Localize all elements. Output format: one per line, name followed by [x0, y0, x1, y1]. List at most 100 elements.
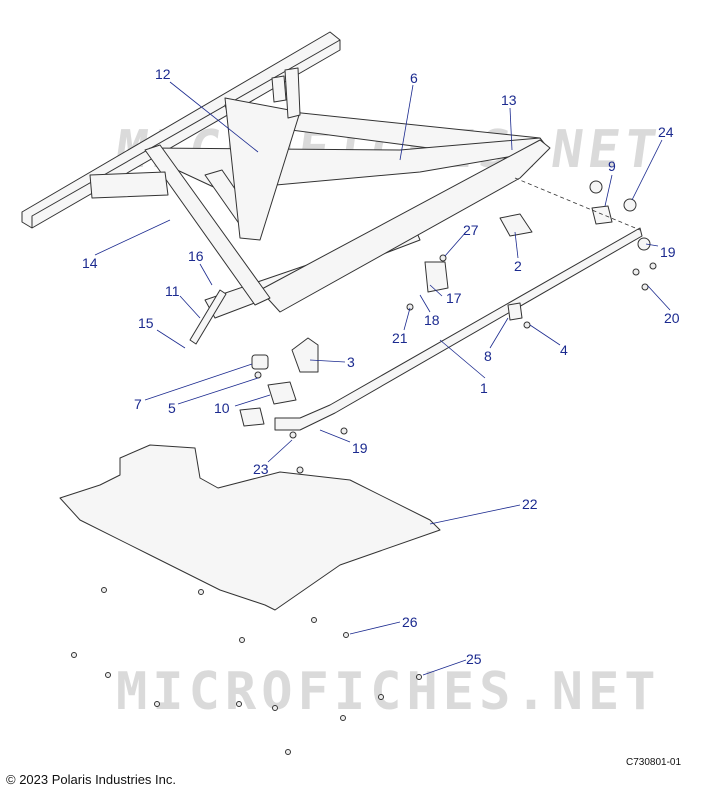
callout-18: 18	[424, 312, 440, 328]
mount-17	[424, 261, 449, 293]
callout-12: 12	[155, 66, 171, 82]
callout-22: 22	[522, 496, 538, 512]
callout-15: 15	[138, 315, 154, 331]
leader-9	[604, 174, 613, 207]
frame-brace-back	[224, 97, 301, 241]
leader-6	[399, 84, 414, 161]
frame-brace-left	[144, 144, 271, 306]
callout-24: 24	[658, 124, 674, 140]
fastener	[254, 371, 262, 379]
leader-23	[267, 439, 293, 463]
fastener	[289, 431, 297, 439]
callout-16: 16	[188, 248, 204, 264]
leader-14	[94, 219, 171, 256]
leader-1	[439, 339, 486, 379]
leader-4	[529, 324, 561, 346]
callout-7: 7	[134, 396, 142, 412]
fastener	[439, 254, 447, 262]
fastener	[340, 715, 346, 721]
bushing-7	[251, 354, 269, 370]
callout-27: 27	[463, 222, 479, 238]
bushing-top	[589, 180, 603, 194]
mount-2	[499, 213, 533, 237]
leader-26	[349, 621, 401, 635]
frame-crossmember	[89, 171, 169, 199]
fastener	[296, 466, 304, 474]
skid-plate	[59, 444, 441, 611]
callout-2: 2	[514, 258, 522, 274]
leader-20	[647, 285, 671, 311]
fastener	[378, 694, 384, 700]
callout-21: 21	[392, 330, 408, 346]
callout-25: 25	[466, 651, 482, 667]
fastener	[236, 701, 242, 707]
leader-18	[419, 294, 431, 313]
leader-19-lower	[319, 429, 351, 443]
watermark-bottom: MICROFICHES.NET	[116, 662, 661, 722]
fastener	[239, 637, 245, 643]
callout-14: 14	[82, 255, 98, 271]
leader-3	[309, 359, 346, 363]
diagram-part-code: C730801-01	[626, 757, 682, 768]
spring-24	[623, 198, 637, 212]
leader-27	[444, 231, 467, 257]
fastener	[632, 268, 640, 276]
leader-12	[169, 81, 259, 153]
leader-8	[489, 317, 509, 349]
callout-10: 10	[214, 400, 230, 416]
bushing-9	[591, 205, 613, 225]
callout-19-upper: 19	[660, 244, 676, 260]
bracket-3	[291, 337, 319, 373]
callout-5: 5	[168, 400, 176, 416]
fastener	[198, 589, 204, 595]
callout-17: 17	[446, 290, 462, 306]
fastener	[416, 674, 422, 680]
assembly-line	[514, 177, 641, 231]
link-11	[189, 289, 227, 345]
fastener	[343, 632, 349, 638]
leader-25	[422, 659, 467, 676]
fastener	[649, 262, 657, 270]
leader-2	[514, 231, 519, 259]
callout-8: 8	[484, 348, 492, 364]
leader-15	[156, 329, 186, 349]
leader-22	[429, 504, 521, 525]
mount-10	[267, 381, 297, 405]
fastener	[105, 672, 111, 678]
fastener	[101, 587, 107, 593]
leader-17	[429, 284, 443, 297]
callout-19-lower: 19	[352, 440, 368, 456]
callout-6: 6	[410, 70, 418, 86]
leader-19-upper	[645, 243, 659, 247]
fastener	[406, 303, 414, 311]
callout-11: 11	[165, 283, 180, 299]
callout-3: 3	[347, 354, 355, 370]
copyright-notice: © 2023 Polaris Industries Inc.	[6, 772, 176, 787]
bushing-right	[637, 237, 651, 251]
callout-1: 1	[480, 380, 488, 396]
callout-9: 9	[608, 158, 616, 174]
fastener	[523, 321, 531, 329]
leader-7	[144, 363, 253, 401]
callout-4: 4	[560, 342, 568, 358]
leader-5	[177, 377, 259, 405]
frame-front-rail	[259, 139, 551, 313]
bushing-front	[239, 407, 265, 427]
leader-11	[179, 295, 201, 319]
callout-13: 13	[501, 92, 517, 108]
fastener	[340, 427, 348, 435]
callout-20: 20	[664, 310, 680, 326]
fastener	[71, 652, 77, 658]
leader-10	[234, 394, 271, 407]
callout-26: 26	[402, 614, 418, 630]
fastener	[311, 617, 317, 623]
fastener	[285, 749, 291, 755]
leader-24	[631, 139, 663, 201]
stabilizer-bar	[274, 227, 643, 431]
fastener	[272, 705, 278, 711]
leader-16	[199, 263, 213, 286]
fastener	[641, 283, 649, 291]
leader-13	[509, 107, 513, 151]
